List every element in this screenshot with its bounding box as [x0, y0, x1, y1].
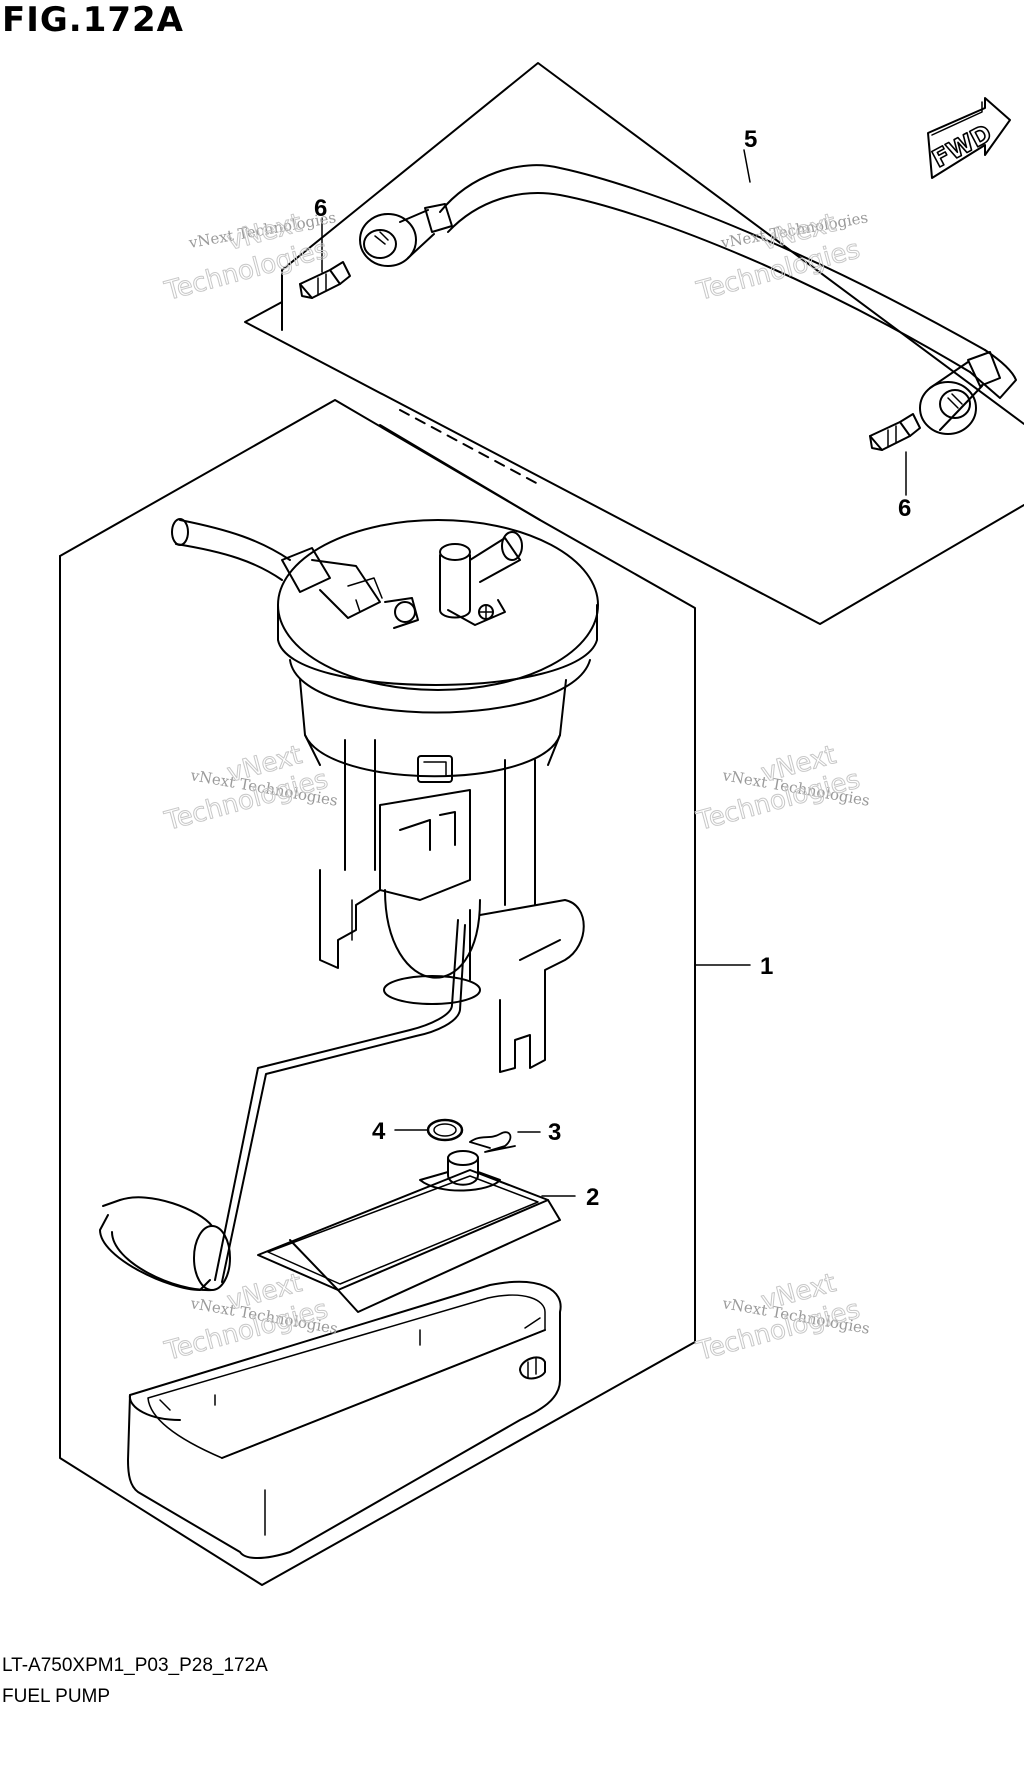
callout-5: 5: [744, 126, 757, 153]
figure-caption: FUEL PUMP: [2, 1686, 111, 1707]
fuel-filter: [257, 1150, 561, 1313]
pump-body: [319, 739, 585, 1073]
fuel-hose: [359, 164, 1017, 435]
clip: [469, 1131, 516, 1153]
leader-5: [743, 149, 751, 183]
o-ring: [426, 1118, 464, 1142]
callout-3: 3: [548, 1119, 561, 1146]
pump-panel-frame: [59, 399, 696, 1586]
hose-panel-frame: [244, 62, 1024, 625]
callout-6-left: 6: [314, 195, 327, 222]
callout-4: 4: [372, 1118, 386, 1145]
fwd-direction-badge: FWD: [927, 97, 1011, 179]
fuel-level-float: [99, 919, 466, 1292]
callout-6-right: 6: [898, 495, 911, 522]
hose-clamp-right: [869, 413, 921, 451]
figure-title: FIG.172A: [2, 0, 184, 40]
reference-code: LT-A750XPM1_P03_P28_172A: [2, 1655, 268, 1676]
pump-flange: [277, 519, 599, 783]
callout-2: 2: [586, 1184, 599, 1211]
fuel-outlet-fitting: [439, 531, 523, 626]
fuel-tray: [127, 1280, 562, 1559]
hose-clamp-left: [299, 261, 351, 299]
wiring-harness: [171, 518, 419, 629]
callout-1: 1: [760, 953, 773, 980]
